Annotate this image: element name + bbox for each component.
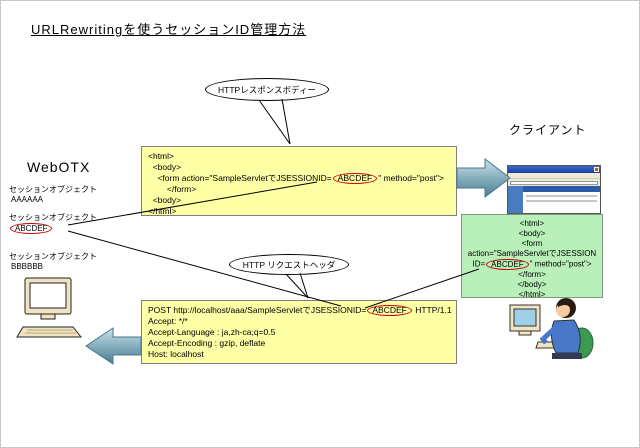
- browser-addressbar: [508, 179, 600, 186]
- browser-banner: [523, 186, 600, 192]
- webotx-label: WebOTX: [27, 159, 91, 175]
- person-at-computer-icon: [509, 298, 594, 359]
- code-line: action="SampleServletでJSESSION: [467, 249, 597, 258]
- code-line: Accept-Encoding : gzip, deflate: [148, 338, 266, 349]
- http-response-body-callout: HTTPレスポンスボディー: [205, 78, 329, 101]
- code-segment: " method="post">: [378, 173, 444, 183]
- code-line: <body>: [518, 229, 546, 238]
- callout-tail: [258, 99, 291, 145]
- code-line: <html>: [519, 219, 545, 228]
- session-object-label: セッションオブジェクト: [9, 185, 97, 194]
- code-segment: <form action="SampleServletでJSESSIONID=: [148, 173, 332, 183]
- code-line: </body>: [517, 280, 547, 289]
- http-response-body-box: <html> <body> <form action="SampleServle…: [141, 146, 457, 216]
- code-line: <html>: [148, 151, 174, 161]
- client-html-box: <html> <body> <form action="SampleServle…: [461, 214, 603, 299]
- session-id-value: AAAAAA: [11, 195, 44, 204]
- code-line: </form>: [148, 184, 197, 195]
- code-line: POST http://localhost/aaa/SampleServletで…: [148, 305, 452, 317]
- computer-icon: [16, 277, 83, 338]
- http-request-header-box: POST http://localhost/aaa/SampleServletで…: [141, 300, 457, 364]
- session-id-highlighted: ABCDEF: [10, 223, 53, 234]
- session-object-aaaaaa: セッションオブジェクト AAAAAA: [9, 185, 97, 205]
- browser-titlebar: [508, 166, 600, 173]
- session-object-label: セッションオブジェクト: [9, 213, 97, 222]
- code-line: </html>: [148, 206, 177, 217]
- browser-text-line: [526, 200, 597, 202]
- callout-request-text: HTTP リクエストヘッダ: [242, 259, 336, 270]
- code-line: Accept-Language : ja,zh-ca;q=0.5: [148, 327, 276, 338]
- browser-window: [507, 165, 601, 214]
- page-title: URLRewritingを使うセッションID管理方法: [31, 22, 307, 37]
- code-line: </html>: [518, 290, 546, 299]
- session-id-value: BBBBBB: [11, 262, 44, 271]
- http-request-header-callout: HTTP リクエストヘッダ: [229, 254, 349, 275]
- code-segment: ID=: [472, 259, 486, 269]
- close-icon: [594, 167, 599, 172]
- arrow-right-icon: [456, 157, 511, 199]
- code-line: </form>: [518, 270, 546, 279]
- session-object-label: セッションオブジェクト: [9, 252, 97, 261]
- code-line: <body>: [148, 195, 182, 206]
- session-id-highlighted: ABCDEF: [486, 259, 529, 270]
- code-segment: HTTP/1.1: [412, 305, 452, 315]
- callout-tail: [281, 98, 291, 145]
- callout-tail: [285, 273, 309, 299]
- address-input: [510, 180, 598, 185]
- browser-nav-pane: [508, 186, 523, 213]
- code-line: Host: localhost: [148, 349, 204, 360]
- code-line: <form action="SampleServletでJSESSIONID=A…: [148, 173, 450, 185]
- code-line: ID=ABCDEF" method="post">: [465, 259, 599, 270]
- code-line: Accept: */*: [148, 316, 188, 327]
- code-line: <form: [521, 239, 543, 248]
- session-id-highlighted: ABCDEF: [332, 173, 378, 185]
- browser-page: [523, 186, 600, 213]
- code-segment: " method="post">: [529, 259, 592, 269]
- browser-text-line: [526, 195, 597, 197]
- callout-tail: [299, 272, 309, 299]
- session-id-highlighted: ABCDEF: [367, 305, 412, 317]
- session-object-abcdef: セッションオブジェクト ABCDEF: [9, 213, 97, 234]
- code-segment: POST http://localhost/aaa/SampleServletで…: [148, 305, 367, 315]
- session-object-bbbbbb: セッションオブジェクト BBBBBB: [9, 252, 97, 272]
- callout-response-text: HTTPレスポンスボディー: [218, 84, 316, 95]
- code-line: <body>: [148, 162, 182, 172]
- browser-menubar: [508, 173, 600, 179]
- arrow-left-icon: [85, 327, 142, 365]
- browser-content: [508, 186, 600, 213]
- client-label: クライアント: [509, 123, 587, 137]
